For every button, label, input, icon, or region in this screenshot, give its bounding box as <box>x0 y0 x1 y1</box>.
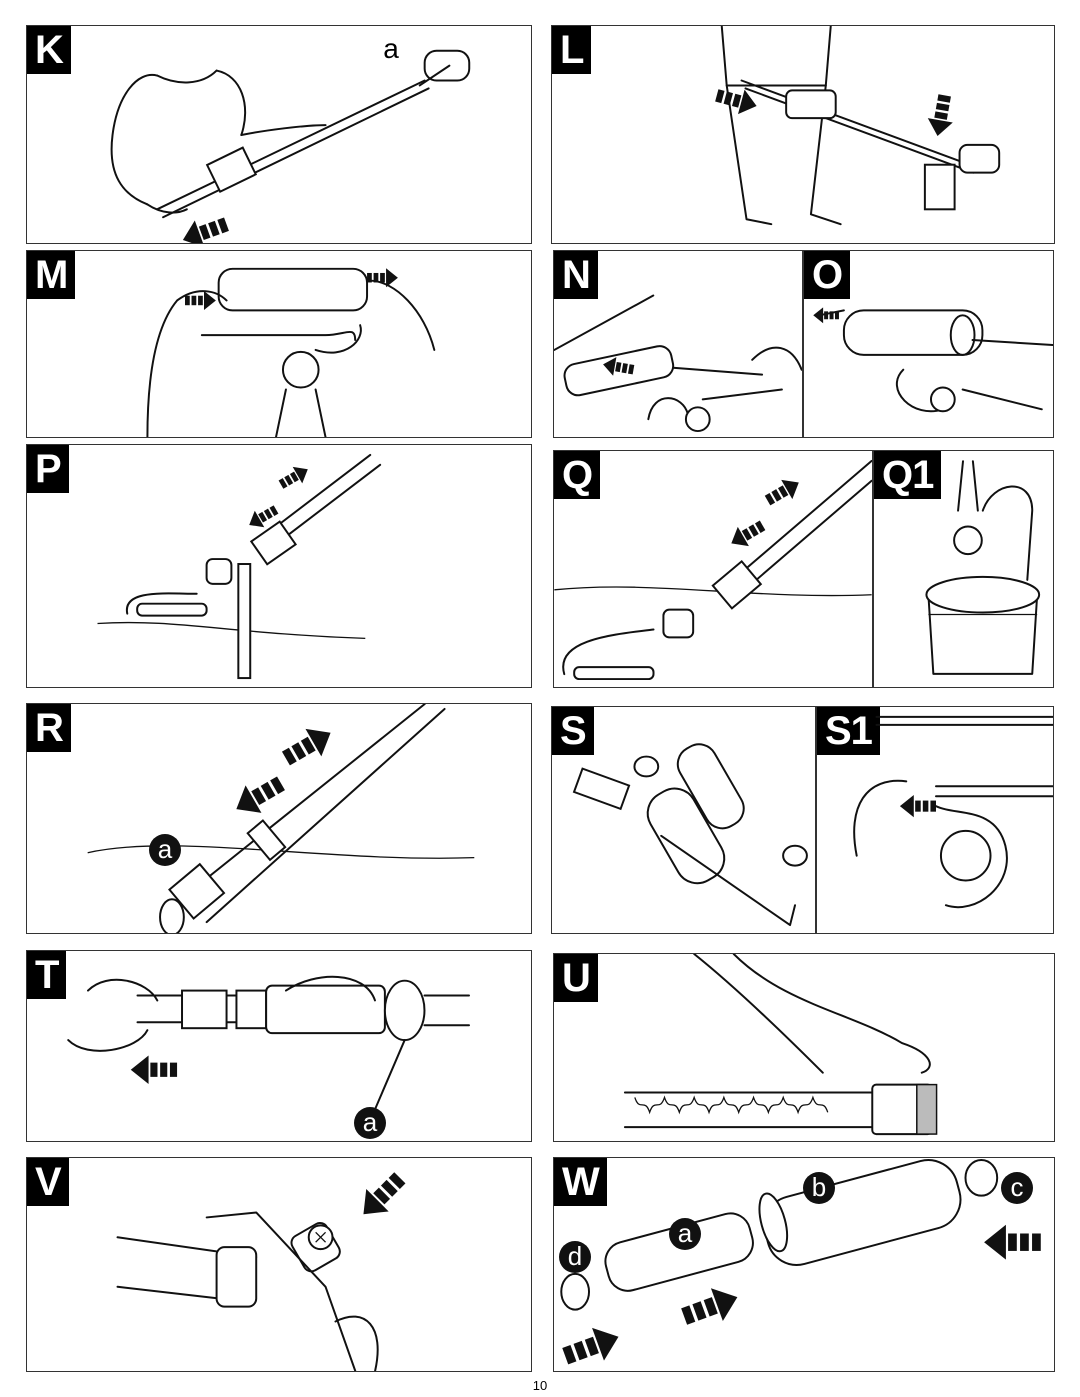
filter-parts-illustration <box>572 743 808 927</box>
panel-v: V <box>26 1157 532 1372</box>
panel-label-m: M <box>27 251 76 299</box>
panel-label-n: N <box>554 251 598 299</box>
callout-d: d <box>559 1241 591 1273</box>
panel-q: Q <box>553 450 873 688</box>
callout-a: a <box>354 1107 386 1139</box>
panel-label-r: R <box>27 704 71 752</box>
panel-p: P <box>26 444 532 688</box>
page-number: 10 <box>532 1378 548 1393</box>
submerged-vacuum-illustration <box>97 453 382 680</box>
panel-label-l: L <box>552 26 592 74</box>
callout-a: a <box>383 33 399 64</box>
cartridge-insert-illustration <box>813 307 1053 413</box>
filter-reassembly-illustration <box>559 1158 1041 1371</box>
filter-removal-illustration <box>146 267 436 437</box>
callout-a: a <box>669 1218 701 1250</box>
panel-w: W b c a d <box>553 1157 1055 1372</box>
panel-label-w: W <box>554 1158 607 1206</box>
pool-vacuum-illustration <box>554 459 872 681</box>
callout-b: b <box>803 1172 835 1204</box>
vacuum-nozzle-illustration <box>87 704 475 933</box>
hose-cuff-illustration <box>623 954 938 1136</box>
panel-s1: S1 <box>816 706 1054 934</box>
panel-label-p: P <box>27 445 69 493</box>
panel-label-k: K <box>27 26 71 74</box>
panel-o: O <box>803 250 1054 438</box>
panel-k: K a <box>26 25 532 244</box>
person-pumping-illustration <box>713 26 1001 226</box>
panel-l: L <box>551 25 1055 244</box>
callout-a: a <box>149 834 181 866</box>
callout-c: c <box>1001 1172 1033 1204</box>
panel-label-u: U <box>554 954 598 1002</box>
panel-label-q1: Q1 <box>874 451 942 499</box>
pump-assembly-illustration <box>110 49 471 243</box>
panel-label-t: T <box>27 951 67 999</box>
panel-label-s1: S1 <box>817 707 880 755</box>
valve-cap-illustration <box>116 1166 412 1371</box>
panel-label-o: O <box>804 251 851 299</box>
panel-r: R a <box>26 703 532 934</box>
panel-s: S <box>551 706 816 934</box>
hose-disconnect-illustration <box>67 975 470 1111</box>
panel-label-v: V <box>27 1158 69 1206</box>
panel-u: U <box>553 953 1055 1142</box>
panel-n: N <box>553 250 803 438</box>
panel-m: M <box>26 250 532 438</box>
hose-connect-illustration <box>853 715 1053 909</box>
panel-q1: Q1 <box>873 450 1054 688</box>
panel-label-q: Q <box>554 451 601 499</box>
panel-label-s: S <box>552 707 594 755</box>
panel-t: T a <box>26 950 532 1142</box>
filter-insert-illustration <box>554 294 802 433</box>
bucket-illustration <box>925 460 1041 675</box>
